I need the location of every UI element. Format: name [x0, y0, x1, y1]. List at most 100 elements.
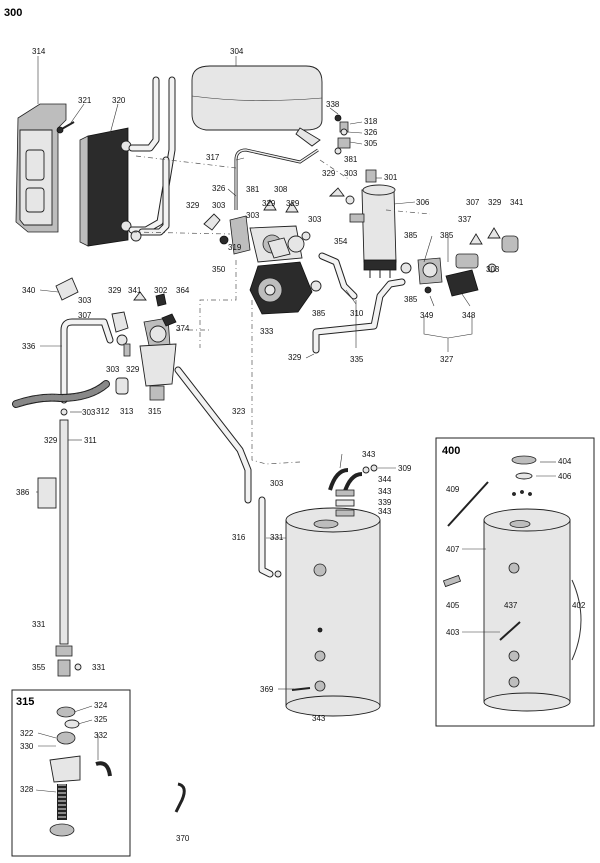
label-407: 407 [446, 545, 460, 554]
label-335: 335 [350, 355, 364, 364]
pipe-316 [258, 496, 282, 578]
label-343d: 343 [312, 714, 326, 723]
label-315: 315 [148, 407, 162, 416]
label-302: 302 [154, 286, 168, 295]
label-329f: 329 [108, 286, 122, 295]
label-339: 339 [378, 498, 392, 507]
label-326b: 326 [212, 184, 226, 193]
housing-bracket-part [15, 103, 67, 233]
part-labels [35, 56, 556, 793]
long-pipe-335 [312, 278, 406, 354]
label-329c: 329 [186, 201, 200, 210]
label-329h: 329 [44, 436, 58, 445]
right-fittings-part [455, 227, 519, 273]
label-303b: 303 [212, 201, 226, 210]
label-311: 311 [84, 436, 97, 445]
label-405: 405 [446, 601, 460, 610]
label-406: 406 [558, 472, 572, 481]
label-374: 374 [176, 324, 190, 333]
label-303a: 303 [344, 169, 358, 178]
label-344: 344 [378, 475, 392, 484]
label-336: 336 [22, 342, 36, 351]
valve-group-part [400, 257, 479, 297]
label-318: 318 [364, 117, 378, 126]
exchanger-pipes [128, 76, 176, 242]
label-314: 314 [32, 47, 46, 56]
label-330: 330 [20, 742, 34, 751]
label-317: 317 [206, 153, 220, 162]
label-385d: 385 [312, 309, 326, 318]
label-301: 301 [384, 173, 398, 182]
label-322: 322 [20, 729, 34, 738]
label-349: 349 [420, 311, 434, 320]
label-329e: 329 [288, 353, 302, 362]
long-pipe-311 [55, 408, 82, 677]
screw-part [56, 121, 75, 134]
label-338: 338 [326, 100, 340, 109]
label-305: 305 [364, 139, 378, 148]
label-337: 337 [458, 215, 472, 224]
label-333: 333 [260, 327, 274, 336]
label-331b: 331 [32, 620, 46, 629]
label-326a: 326 [364, 128, 378, 137]
label-329g: 329 [126, 365, 140, 374]
clips-middle [203, 187, 355, 259]
label-385b: 385 [440, 231, 454, 240]
label-355: 355 [32, 663, 46, 672]
label-350: 350 [212, 265, 226, 274]
label-320: 320 [112, 96, 126, 105]
cylinder-top-fittings [328, 464, 378, 517]
box-400-title: 400 [442, 445, 460, 457]
label-341a: 341 [510, 198, 524, 207]
storage-cylinder-part [285, 507, 381, 717]
label-303c: 303 [246, 211, 260, 220]
label-303e: 303 [78, 296, 92, 305]
label-369: 369 [260, 685, 274, 694]
hook-part [174, 782, 186, 813]
thin-pipe-part [234, 148, 319, 210]
label-304: 304 [230, 47, 244, 56]
label-364: 364 [176, 286, 190, 295]
label-343c: 343 [378, 507, 392, 516]
label-381a: 381 [344, 155, 358, 164]
label-303h: 303 [270, 479, 284, 488]
label-306: 306 [416, 198, 430, 207]
heater-vessel-part [349, 169, 397, 278]
label-324: 324 [94, 701, 108, 710]
corrugated-hose-part [12, 377, 129, 408]
label-308: 308 [274, 185, 288, 194]
label-331a: 331 [270, 533, 284, 542]
connection-lines [131, 155, 431, 465]
label-348: 348 [462, 311, 476, 320]
bent-pipe-310 [318, 252, 358, 300]
label-329-mid: 329 [262, 199, 276, 208]
label-343a: 343 [362, 450, 376, 459]
label-403: 403 [446, 628, 460, 637]
label-437: 437 [504, 601, 518, 610]
label-307b: 307 [78, 311, 92, 320]
page-title: 300 [4, 7, 22, 19]
label-402: 402 [572, 601, 586, 610]
label-340: 340 [22, 286, 36, 295]
box-315-title: 315 [16, 696, 34, 708]
label-332: 332 [94, 731, 108, 740]
label-303g: 303 [82, 408, 96, 417]
curved-pipe-323 [174, 366, 252, 504]
left-assembly-part [55, 277, 177, 404]
label-385c: 385 [404, 295, 418, 304]
label-331c: 331 [92, 663, 106, 672]
label-328: 328 [20, 785, 34, 794]
fittings-top-right [334, 114, 351, 155]
label-343b: 343 [378, 487, 392, 496]
label-319: 319 [228, 243, 242, 252]
label-370: 370 [176, 834, 190, 843]
label-329-mid2: 329 [286, 199, 300, 208]
label-329a: 329 [322, 169, 336, 178]
label-303f: 303 [106, 365, 120, 374]
label-409: 409 [446, 485, 460, 494]
label-310: 310 [350, 309, 364, 318]
box-400 [435, 437, 595, 727]
label-321: 321 [78, 96, 92, 105]
label-329b: 329 [488, 198, 502, 207]
label-385a: 385 [404, 231, 418, 240]
